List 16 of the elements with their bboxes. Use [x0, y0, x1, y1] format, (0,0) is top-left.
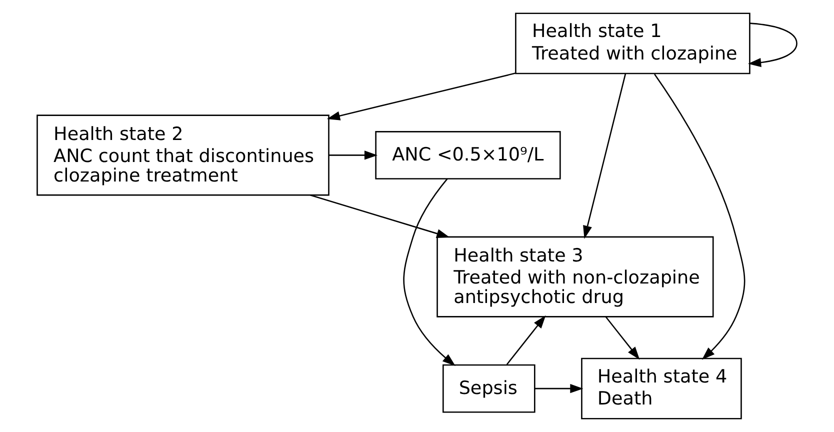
- arrow: [310, 194, 450, 238]
- arrow: [605, 316, 640, 360]
- arrow: [328, 150, 378, 160]
- arrow: [534, 384, 584, 394]
- arrow: [403, 178, 456, 366]
- arrow: [654, 74, 746, 360]
- node-box: Health state 4 Death: [581, 358, 742, 420]
- node-box: Health state 3 Treated with non-clozapine antipsychotic drug: [436, 236, 714, 318]
- node-box: Sepsis: [442, 364, 536, 413]
- arrow: [748, 22, 798, 68]
- arrow: [326, 72, 516, 120]
- arrow: [583, 74, 626, 239]
- node-box: Health state 2 ANC count that discontinues clozapine treatment: [36, 114, 330, 196]
- arrow: [506, 315, 546, 365]
- node-box: ANC <0.5×10⁹/L: [375, 131, 561, 180]
- node-box: Health state 1 Treated with clozapine: [515, 12, 750, 74]
